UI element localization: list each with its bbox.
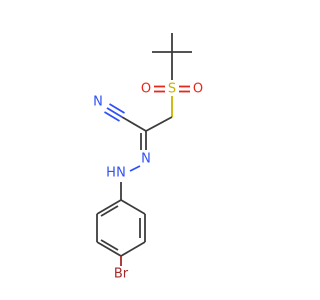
bond-nitrile-1 <box>106 107 123 118</box>
amine-h-label: H <box>106 166 116 181</box>
ring-inner-bond-b <box>100 239 119 251</box>
bromine-atom-label: Br <box>114 267 129 282</box>
ring-bond-4 <box>96 241 122 257</box>
tert-butyl-group <box>152 33 192 80</box>
bond-ch2-to-c <box>145 116 173 132</box>
sulfonyl-group <box>154 85 190 117</box>
bond-c-to-cn <box>121 116 147 132</box>
hydrazone-nitrogen-label: N <box>141 152 151 167</box>
oxygen-left-label: O <box>141 82 151 97</box>
ring-bond-1 <box>120 199 146 215</box>
bond-nitrile-3 <box>104 111 120 122</box>
benzene-ring <box>96 199 146 266</box>
sulfur-atom-label: S <box>168 82 176 97</box>
amine-nitrogen-label: N <box>116 166 126 181</box>
ring-bond-3 <box>120 241 146 257</box>
molecule-structure-canvas: S O O N N H N Br <box>93 33 203 282</box>
nitrile-nitrogen-label: N <box>93 95 103 110</box>
ring-bond-6 <box>96 199 122 215</box>
bond-n-n <box>129 165 141 172</box>
backbone-bonds <box>104 103 173 200</box>
oxygen-right-label: O <box>193 82 203 97</box>
atom-labels: S O O N N H N Br <box>93 82 203 282</box>
ring-inner-bond-c <box>100 205 119 217</box>
bond-nitrile-2 <box>109 103 125 114</box>
